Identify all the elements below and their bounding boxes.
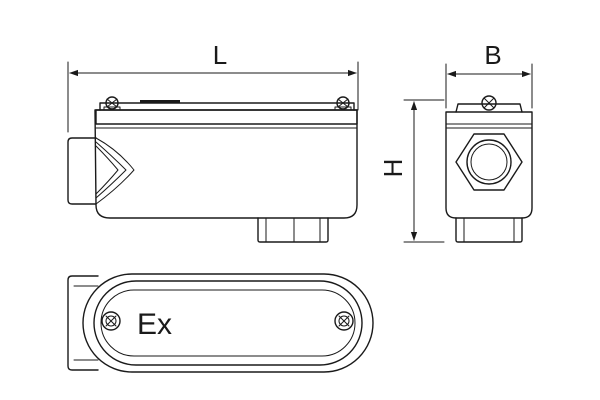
top-view-hub <box>67 275 99 371</box>
front-view: L <box>67 40 359 243</box>
top-view-body <box>82 273 374 373</box>
cover-plate <box>95 109 358 125</box>
top-view-cover <box>93 280 363 366</box>
dimension-height: H <box>378 99 445 243</box>
side-view: B H <box>378 40 533 243</box>
dimension-label-breadth: B <box>484 40 501 70</box>
dimension-breadth: B <box>445 40 533 109</box>
screw-icon <box>481 95 497 111</box>
hex-nut <box>455 133 523 191</box>
screw-icon <box>334 311 354 331</box>
dimension-label-height: H <box>378 159 408 178</box>
ex-marking: Ex <box>137 308 172 341</box>
screw-icon <box>101 311 121 331</box>
screw-icon <box>334 96 352 111</box>
screw-icon <box>103 96 121 111</box>
dimension-label-length: L <box>213 40 227 70</box>
dimension-length: L <box>67 40 359 133</box>
bottom-hub <box>257 217 329 243</box>
top-view: Ex <box>67 273 374 373</box>
body-outline <box>94 109 358 219</box>
inlet-hub <box>67 137 97 205</box>
conduit-opening <box>466 139 512 185</box>
